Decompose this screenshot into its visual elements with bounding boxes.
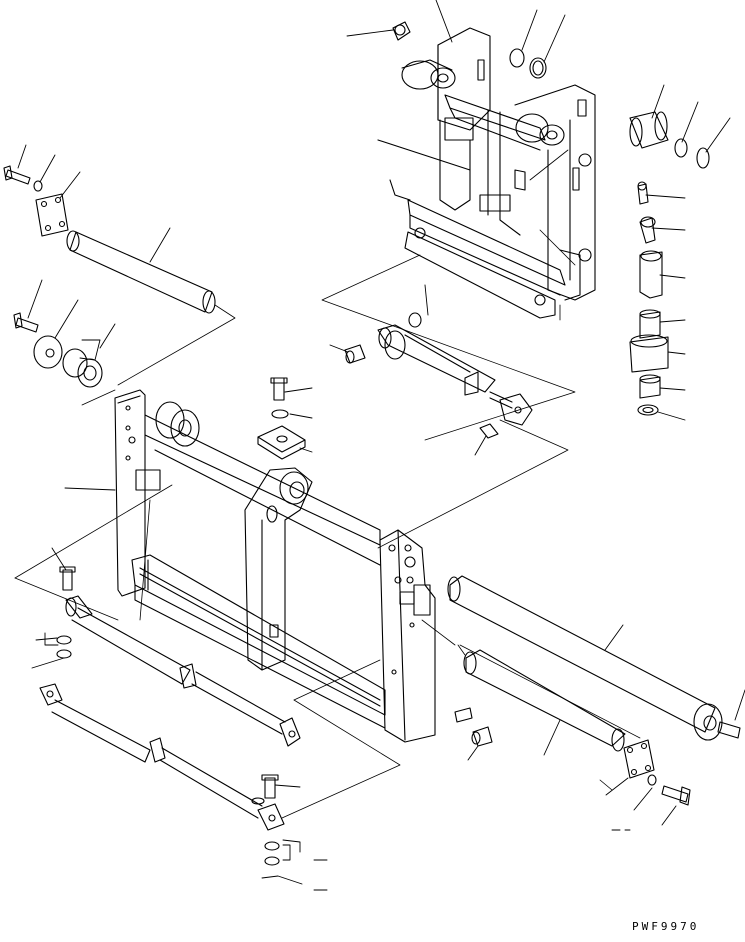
center-plate [257, 425, 306, 460]
bracket-ticks [44, 339, 631, 891]
upper-left-cylinder [65, 595, 301, 747]
lower-left-cylinder [39, 683, 285, 831]
assembly-lines [14, 149, 641, 819]
upper-hydraulic-cylinder [344, 312, 533, 439]
upper-right-pipe [447, 575, 741, 741]
drawing-code: PWF9970 [632, 920, 700, 933]
center-column [244, 467, 313, 671]
right-bushing [629, 111, 710, 169]
grease-fitting-top [392, 21, 411, 41]
upper-pipe [66, 230, 216, 314]
lower-pin-bolt [251, 774, 279, 805]
left-pin-bolt [59, 566, 76, 591]
mid-left-bolt [13, 312, 39, 333]
lower-washers [264, 841, 280, 866]
right-side-plate [379, 529, 473, 743]
left-washers [56, 635, 72, 659]
center-bolt [270, 377, 289, 419]
leader-lines [17, 0, 745, 885]
top-left-bolt [3, 165, 43, 192]
lower-right-bolt [647, 774, 691, 806]
mid-left-cap [33, 335, 63, 369]
lower-rail [131, 554, 386, 729]
center-pin [471, 726, 493, 747]
left-side-plate [114, 389, 161, 597]
lower-right-plate [623, 739, 655, 779]
lower-right-pipe [463, 649, 626, 752]
upper-crossbar [144, 414, 381, 566]
upper-carriage-bracket [377, 27, 596, 319]
top-left-plate [35, 193, 69, 237]
upper-snap-rings [509, 48, 547, 79]
right-side-pin-stack [629, 181, 669, 416]
